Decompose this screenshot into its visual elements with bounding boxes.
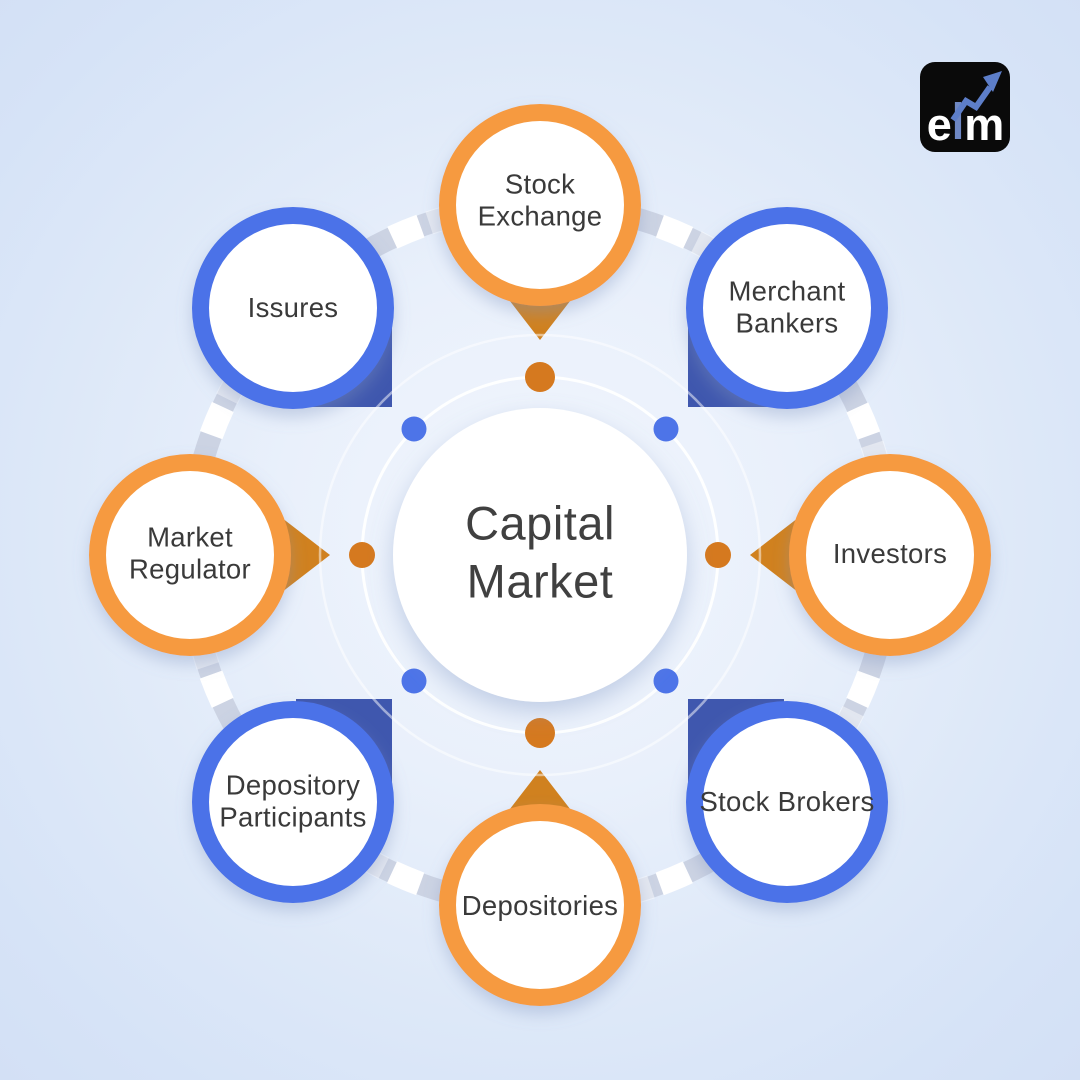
node-label-stock-exchange: Stock Exchange bbox=[477, 168, 603, 232]
dot-se-blue bbox=[653, 668, 679, 694]
dot-left-orange bbox=[349, 542, 375, 568]
node-label-stock-brokers: Stock Brokers bbox=[699, 785, 875, 817]
dot-right-orange bbox=[705, 542, 731, 568]
accent-circle bbox=[318, 333, 762, 777]
center-circle bbox=[393, 408, 687, 702]
dot-top-orange bbox=[525, 362, 555, 392]
dot-nw-blue bbox=[401, 416, 427, 442]
logo-growth-arrow-icon bbox=[950, 71, 1002, 122]
node-label-market-regulator: Market Regulator bbox=[129, 521, 251, 585]
node-circle-depository-participants bbox=[192, 701, 394, 903]
node-circle-stock-brokers bbox=[686, 701, 888, 903]
node-circle-stock-exchange bbox=[439, 104, 641, 306]
node-circle-depositories bbox=[439, 804, 641, 1006]
dot-sw-blue bbox=[401, 668, 427, 694]
node-circle-issures bbox=[192, 207, 394, 409]
node-circle-market-regulator bbox=[89, 454, 291, 656]
logo-letter-m: m bbox=[964, 99, 1004, 150]
node-label-depository-participants: Depository Participants bbox=[219, 769, 367, 833]
node-circle-investors bbox=[789, 454, 991, 656]
brand-logo-letters: e l m bbox=[920, 96, 1010, 150]
node-label-issures: Issures bbox=[247, 291, 339, 323]
center-label: Capital Market bbox=[465, 496, 615, 608]
node-circle-merchant-bankers bbox=[686, 207, 888, 409]
dot-ne-blue bbox=[653, 416, 679, 442]
dot-bottom-orange bbox=[525, 718, 555, 748]
node-label-merchant-bankers: Merchant Bankers bbox=[728, 275, 846, 339]
node-label-investors: Investors bbox=[832, 537, 948, 569]
brand-logo: e l m bbox=[920, 62, 1010, 152]
logo-letter-e: e bbox=[926, 99, 952, 150]
node-label-depositories: Depositories bbox=[461, 889, 619, 921]
